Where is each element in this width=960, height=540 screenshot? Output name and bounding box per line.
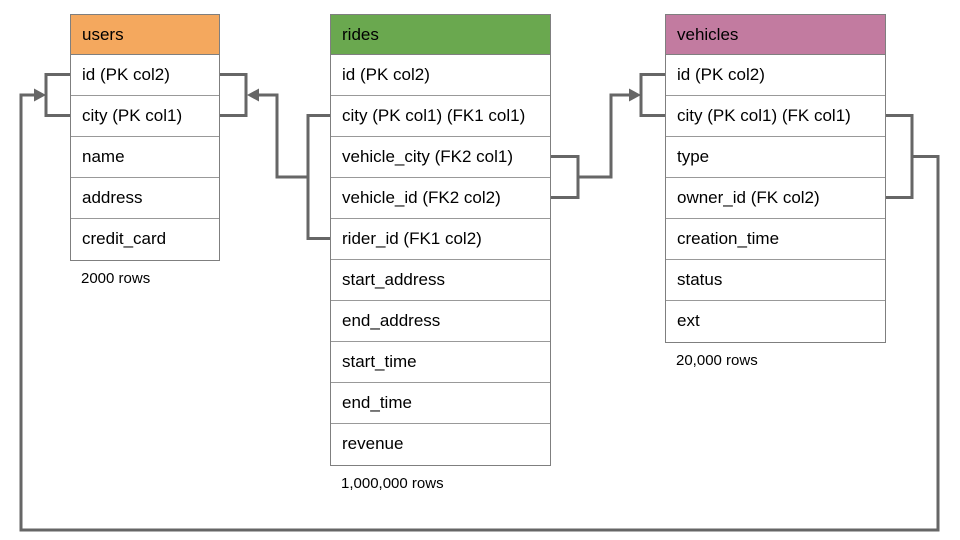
table-row: address: [71, 178, 219, 219]
table-users: users id (PK col2) city (PK col1) name a…: [70, 14, 220, 287]
table-users-header: users: [71, 15, 219, 55]
table-row: type: [666, 137, 885, 178]
table-row: end_address: [331, 301, 550, 342]
connector-elbow: [19, 93, 940, 532]
connector-rides-to-vehicles: [551, 73, 665, 199]
connector-rides-to-users: [220, 73, 330, 240]
vehicles-right-fk-bracket: [886, 114, 914, 199]
table-row: id (PK col2): [71, 55, 219, 96]
row-count-label: 1,000,000 rows: [341, 475, 444, 492]
table-row: city (PK col1) (FK col1): [666, 96, 885, 137]
rides-right-fk2-bracket: [551, 155, 580, 199]
table-vehicles-header: vehicles: [666, 15, 885, 55]
row-count-label: 2000 rows: [81, 270, 151, 287]
table-vehicles: vehicles id (PK col2) city (PK col1) (FK…: [665, 14, 886, 369]
table-row: ext: [666, 301, 885, 342]
connector-elbow: [257, 93, 308, 179]
table-row: id (PK col2): [666, 55, 885, 96]
table-row: start_address: [331, 260, 550, 301]
table-row: vehicle_city (FK2 col1): [331, 137, 550, 178]
table-rides-header: rides: [331, 15, 550, 55]
vehicles-left-pk-bracket: [639, 73, 665, 117]
table-vehicles-box: vehicles id (PK col2) city (PK col1) (FK…: [665, 14, 886, 343]
table-row: status: [666, 260, 885, 301]
table-rides-box: rides id (PK col2) city (PK col1) (FK1 c…: [330, 14, 551, 466]
connector-vehicles-to-users: [19, 73, 940, 532]
connector-elbow: [578, 93, 630, 179]
table-row: creation_time: [666, 219, 885, 260]
table-row: start_time: [331, 342, 550, 383]
arrowhead-left-icon: [247, 88, 259, 102]
row-count-label: 20,000 rows: [676, 352, 758, 369]
table-row: rider_id (FK1 col2): [331, 219, 550, 260]
table-rides: rides id (PK col2) city (PK col1) (FK1 c…: [330, 14, 551, 492]
table-row: city (PK col1): [71, 96, 219, 137]
table-row: revenue: [331, 424, 550, 465]
table-row: owner_id (FK col2): [666, 178, 885, 219]
table-row: vehicle_id (FK2 col2): [331, 178, 550, 219]
table-row: name: [71, 137, 219, 178]
arrowhead-right-icon: [34, 88, 46, 102]
table-row: credit_card: [71, 219, 219, 260]
table-row: end_time: [331, 383, 550, 424]
users-left-pk-bracket: [44, 73, 70, 117]
table-row: id (PK col2): [331, 55, 550, 96]
users-right-pk-bracket: [220, 73, 248, 117]
arrowhead-right-icon: [629, 88, 641, 102]
rides-left-fk1-bracket: [306, 114, 330, 240]
table-row: city (PK col1) (FK1 col1): [331, 96, 550, 137]
table-users-box: users id (PK col2) city (PK col1) name a…: [70, 14, 220, 261]
